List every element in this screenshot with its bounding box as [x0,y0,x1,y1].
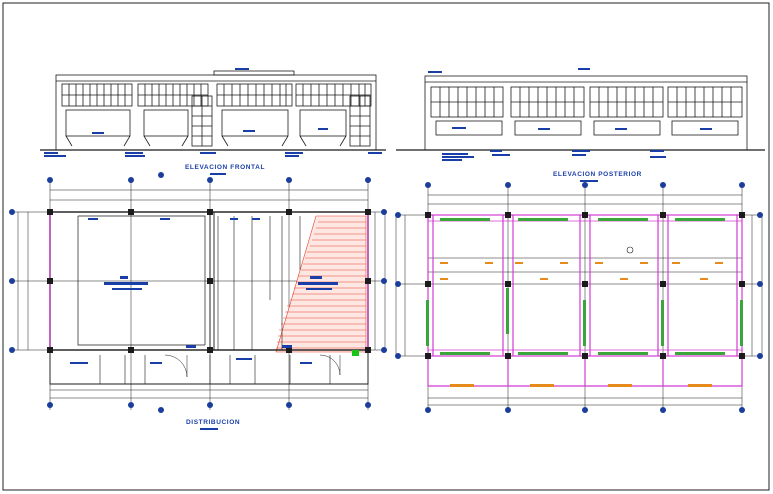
rear-lower-openings [435,120,739,136]
plan-axis-bubbles [9,172,387,413]
front-elevation-title-scale [210,173,226,175]
plan-columns [47,209,371,353]
floor-plan-title-scale [200,428,218,430]
framing-plan [395,182,763,413]
front-elevation [40,70,386,151]
floor-plan [9,172,387,413]
plan-door-marker [352,350,359,356]
rear-elevation-annotations [428,68,712,161]
framing-columns [425,212,745,359]
front-elevation-title: ELEVACION FRONTAL [185,164,265,171]
framing-axis-bubbles [395,182,763,413]
front-doors [65,109,347,147]
rear-elevation-title: ELEVACION POSTERIOR [553,171,642,178]
framing-beam-labels-green [426,218,743,355]
plan-room-annotations [70,218,338,364]
floor-plan-title: DISTRIBUCION [186,419,240,426]
rear-elevation [396,75,765,151]
rear-window-bays [430,86,743,118]
front-elevation-annotations [44,68,382,157]
front-window-bays [61,83,372,107]
front-louver-panels [191,95,371,147]
framing-annotations-orange [440,262,723,387]
framing-detail-marker [626,246,634,254]
rear-elevation-title-scale [580,180,598,182]
